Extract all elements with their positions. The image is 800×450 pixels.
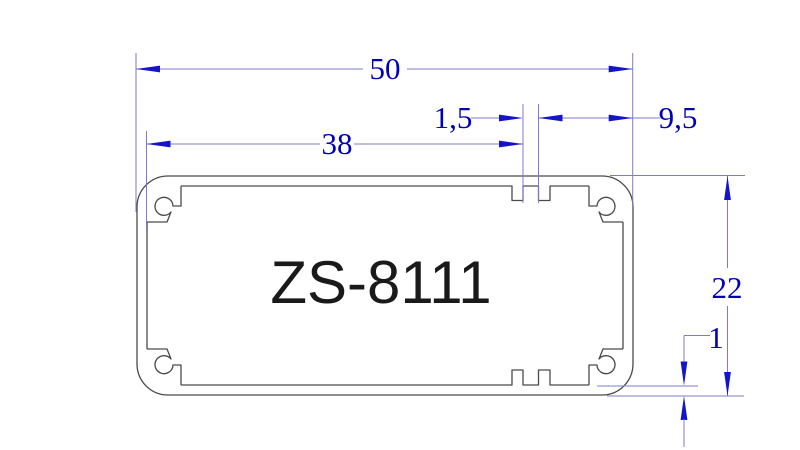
extension-lines	[135, 53, 745, 397]
profile-outline	[136, 175, 634, 396]
dimension-overall-width: 50	[136, 51, 633, 86]
dim-value-overall-width: 50	[370, 51, 401, 86]
dimension-slot-to-edge: 9,5	[538, 100, 698, 135]
arrowhead-up	[680, 396, 688, 420]
arrowhead-left	[538, 114, 563, 122]
dimension-slot-width: 1,5	[434, 100, 523, 135]
dim-value-wall-thickness: 1	[708, 320, 724, 355]
arrowhead-right	[608, 114, 633, 122]
arrowhead-bottom	[724, 372, 731, 396]
arrowhead-right	[499, 140, 523, 148]
dim-value-overall-height: 22	[712, 270, 743, 305]
screw-boss-top-right	[588, 186, 623, 223]
dimension-wall-thickness: 1	[680, 320, 724, 447]
dim-value-slot-to-edge: 9,5	[659, 100, 698, 135]
arrowhead-down	[680, 361, 688, 386]
arrowhead-left	[146, 140, 171, 148]
arrowhead-left	[136, 65, 160, 73]
dimension-overall-height: 22	[712, 176, 743, 396]
dim-value-slot-width: 1,5	[434, 100, 473, 135]
dim-value-inner-width: 38	[322, 126, 353, 161]
screw-boss-bottom-right	[588, 348, 623, 385]
profile-outer-contour	[136, 175, 634, 396]
profile-inner-top-wall	[181, 185, 589, 202]
screw-boss-bottom-left	[147, 348, 182, 385]
dimension-inner-width-to-slot: 38	[146, 126, 523, 161]
part-number-label: ZS-8111	[270, 249, 491, 316]
screw-boss-top-left	[147, 186, 182, 223]
arrowhead-right	[608, 65, 633, 73]
profile-inner-bottom-wall	[181, 369, 589, 386]
arrowhead-top	[724, 176, 731, 200]
arrowhead-right	[499, 114, 523, 122]
